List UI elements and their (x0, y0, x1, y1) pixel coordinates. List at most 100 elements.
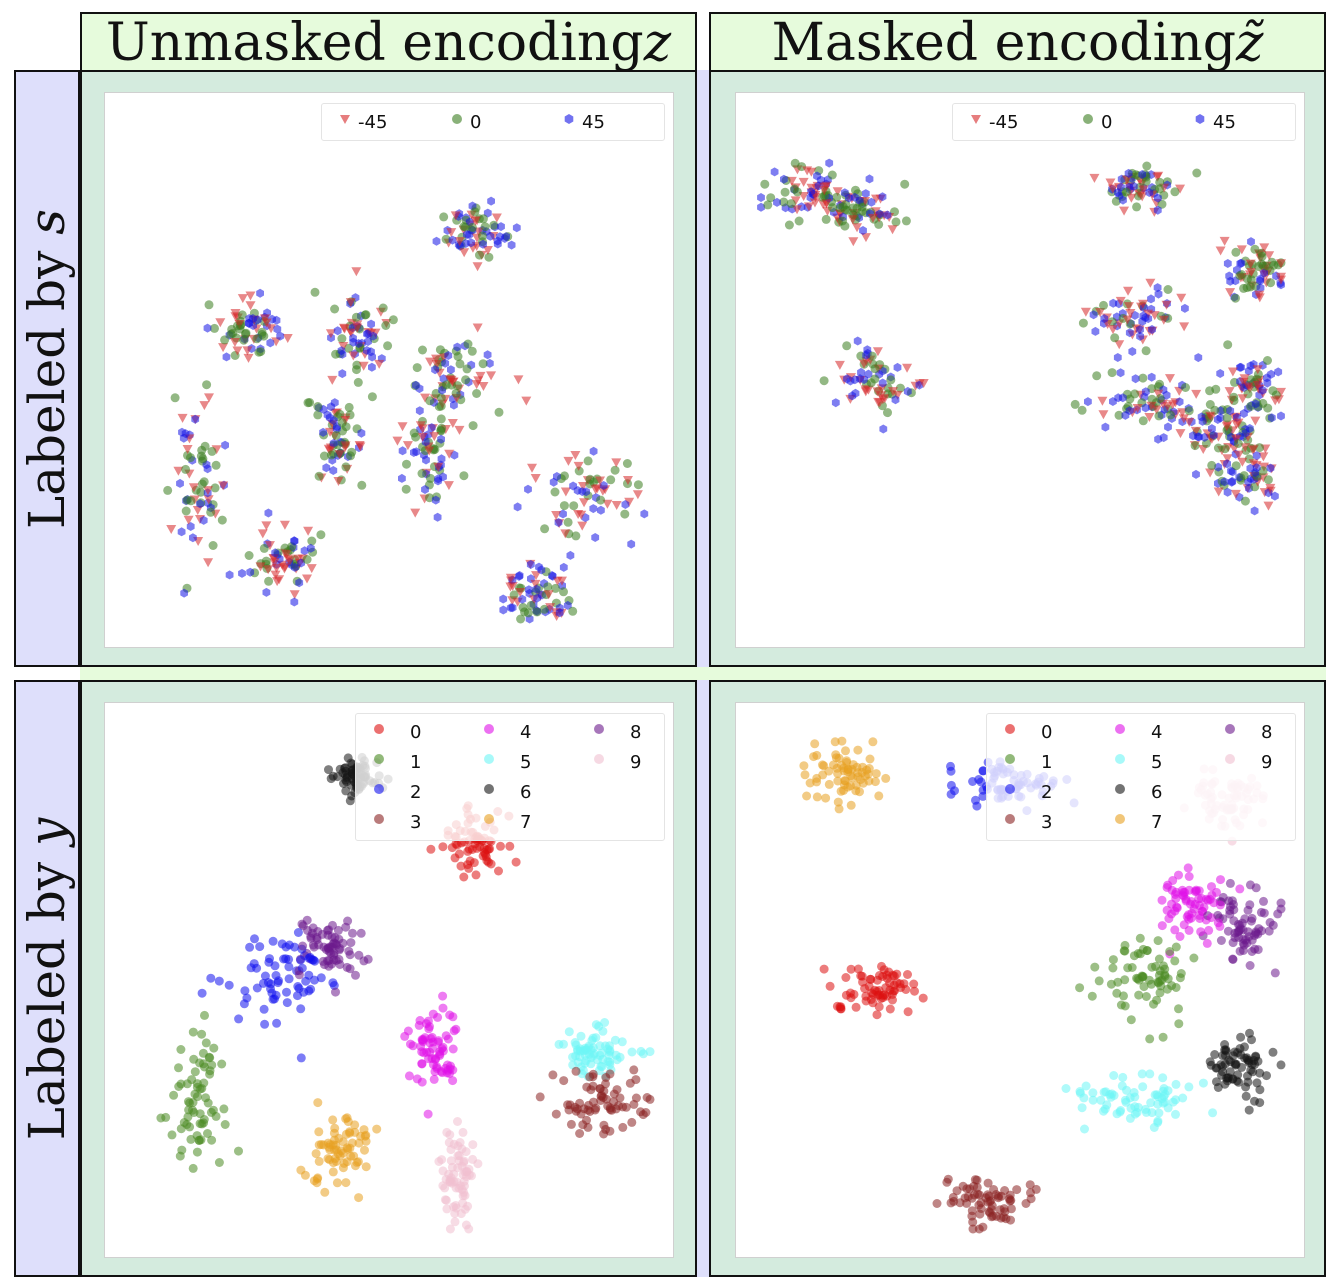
point (1240, 1042, 1249, 1052)
point (188, 483, 199, 493)
point (1236, 245, 1247, 255)
point (340, 763, 350, 773)
point (1184, 1082, 1194, 1092)
point (1245, 961, 1255, 970)
point (437, 1155, 447, 1165)
point (337, 418, 347, 428)
point (1277, 411, 1285, 421)
point (359, 1125, 369, 1135)
point (224, 980, 234, 990)
point (995, 1205, 1005, 1215)
point (415, 1016, 425, 1025)
point (878, 972, 888, 981)
point (331, 987, 340, 997)
point (604, 1050, 614, 1060)
legend-item: 0 (1001, 720, 1052, 744)
point (837, 736, 847, 746)
point (1199, 902, 1209, 912)
point (1091, 326, 1100, 336)
point (809, 198, 820, 208)
point (1099, 300, 1108, 310)
row-divider-strip (80, 667, 1326, 680)
point (1075, 1088, 1085, 1098)
point (597, 1048, 607, 1058)
point (780, 174, 788, 184)
point (1263, 475, 1273, 485)
point (218, 481, 229, 491)
point (617, 1037, 627, 1047)
point (1228, 955, 1238, 964)
point (1247, 237, 1255, 247)
point (487, 196, 495, 206)
point (1213, 1083, 1223, 1092)
point (436, 414, 446, 424)
point (508, 603, 517, 613)
point (577, 521, 588, 531)
legend-label: 5 (1151, 751, 1163, 773)
point (1250, 944, 1260, 954)
point (580, 1043, 590, 1053)
point (1247, 913, 1257, 923)
point (446, 228, 457, 238)
point (444, 449, 455, 459)
point (446, 1156, 456, 1166)
point (187, 1075, 197, 1085)
point (328, 771, 338, 781)
point (327, 375, 338, 385)
point (1213, 443, 1223, 453)
point (837, 760, 846, 770)
point (423, 1109, 433, 1119)
point (437, 454, 446, 464)
point (1231, 247, 1241, 257)
point (1164, 374, 1175, 384)
point (821, 199, 832, 209)
point (887, 225, 898, 235)
point (437, 423, 447, 433)
point (560, 529, 571, 539)
point (960, 1193, 970, 1203)
point (455, 359, 465, 369)
point (438, 1003, 448, 1013)
point (1213, 415, 1222, 424)
point (400, 1031, 410, 1041)
point (1227, 896, 1237, 906)
point (819, 186, 830, 196)
point (203, 1098, 213, 1108)
point (545, 603, 556, 613)
point (1146, 1098, 1156, 1108)
point (599, 481, 608, 490)
point (1136, 325, 1144, 335)
point (328, 1115, 338, 1125)
point (525, 585, 533, 595)
point (372, 1124, 382, 1134)
point (597, 505, 605, 515)
point (360, 1145, 369, 1155)
point (523, 608, 533, 618)
point (1183, 863, 1193, 873)
point (1227, 477, 1236, 487)
point (189, 1054, 199, 1064)
point (300, 546, 309, 556)
point (1276, 898, 1286, 908)
point (331, 1157, 341, 1166)
point (322, 463, 331, 473)
legend-item: 9 (1221, 750, 1272, 774)
point (568, 606, 578, 616)
point (1229, 392, 1239, 402)
point (472, 389, 482, 398)
point (302, 555, 312, 564)
point (559, 1039, 568, 1049)
point (620, 509, 630, 519)
point (464, 1164, 474, 1174)
point (807, 187, 815, 197)
point (909, 979, 919, 989)
point (870, 374, 880, 384)
point (435, 345, 445, 355)
point (351, 267, 362, 277)
point (1176, 293, 1187, 303)
point (344, 402, 354, 412)
point (282, 987, 291, 997)
